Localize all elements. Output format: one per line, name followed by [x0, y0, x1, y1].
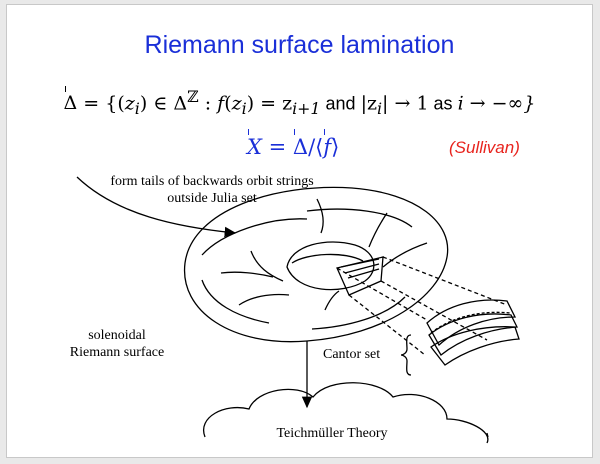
delta-hat-2: Δ [292, 129, 309, 159]
cantor-sheet-1 [426, 299, 517, 347]
torus-outline [183, 186, 449, 343]
orbit-arrow [76, 176, 237, 238]
quotient-equation: X = Δ/⟨f⟩ [247, 129, 340, 159]
cantor-sheet-2 [428, 313, 519, 356]
cantor-brace [400, 334, 412, 376]
f-hat: f [323, 129, 332, 159]
lamination-diagram [76, 176, 520, 444]
x-hat: X [247, 129, 262, 159]
teichmuller-label: Teichmüller Theory [276, 426, 388, 441]
cantor-set-label: Cantor set [323, 347, 381, 362]
slide: Riemann surface lamination Δ = {(zi) ∈ Δ… [6, 4, 593, 458]
solenoidal-label: solenoidal Riemann surface [69, 328, 165, 360]
attribution: (Sullivan) [449, 138, 520, 157]
orbit-strings-label: form tails of backwards orbit strings ou… [110, 174, 314, 206]
definition-equation: Δ = {(zi) ∈ Δℤ : f(zi) = zi+1 and |zi| →… [63, 86, 536, 119]
delta-hat: Δ [63, 86, 78, 115]
slide-title: Riemann surface lamination [144, 31, 455, 59]
teichmuller-cloud [202, 382, 489, 444]
cantor-sheet-3 [430, 326, 520, 366]
torus-hole [286, 241, 375, 291]
